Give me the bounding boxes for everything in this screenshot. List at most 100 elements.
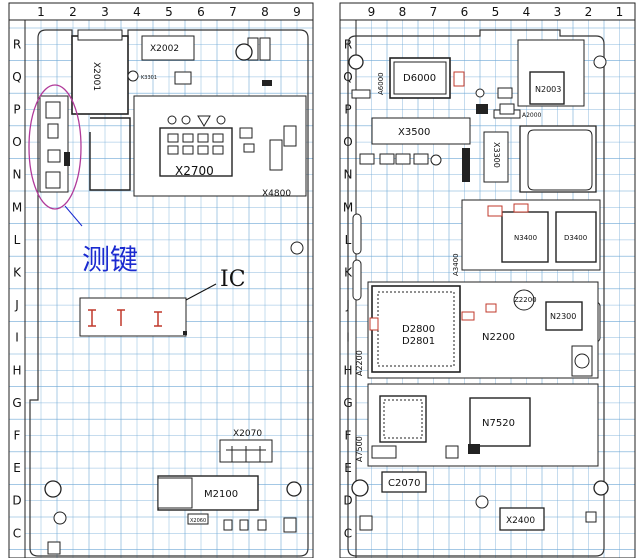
small-part-r3 xyxy=(476,104,488,114)
x2700-pin xyxy=(212,133,224,143)
n7520-chip xyxy=(469,397,531,447)
d6000-part xyxy=(389,57,451,99)
ic-test-area xyxy=(79,297,187,337)
d2800-red xyxy=(369,317,379,331)
test-key-leader xyxy=(64,205,83,227)
x2002-label: X2002 xyxy=(150,44,179,54)
right-small-2 xyxy=(585,511,597,523)
small-part-d xyxy=(223,519,233,531)
x2001-top-tab xyxy=(77,29,123,41)
left-column-label: 7 xyxy=(229,5,237,19)
x2700-hole-2 xyxy=(181,115,191,125)
n2003-chip xyxy=(529,71,565,105)
test-key-label: 测键 xyxy=(82,243,138,276)
c7500-part xyxy=(445,445,459,459)
right-standoff-br xyxy=(593,480,609,496)
x2700-label: X2700 xyxy=(175,164,214,178)
left-row-label: D xyxy=(12,494,21,508)
n2300-label: N2300 xyxy=(550,312,576,321)
right-column-label: 7 xyxy=(430,5,438,19)
l2302-coil xyxy=(574,353,590,369)
c2070-label: C2070 xyxy=(388,478,420,489)
n3400-chip xyxy=(501,211,549,263)
test-key-highlight xyxy=(28,84,82,210)
right-standoff-tl xyxy=(348,54,364,70)
x3500-via xyxy=(430,154,442,166)
left-row-label: G xyxy=(12,396,21,410)
l2302-part xyxy=(571,345,593,377)
n3400-red-2 xyxy=(513,203,529,213)
standoff-br xyxy=(286,481,302,497)
x3500-cap xyxy=(413,153,429,165)
a6000-label: A6000 xyxy=(377,72,385,95)
standoff-mid xyxy=(290,241,304,255)
right-side-pill-2 xyxy=(352,259,362,301)
right-column-label: 1 xyxy=(616,5,624,19)
x3500-cap xyxy=(379,153,395,165)
ic-leader xyxy=(185,283,217,301)
left-row-label: K xyxy=(13,266,22,280)
left-row-label: I xyxy=(15,331,19,345)
x2700-part-r xyxy=(269,139,283,171)
right-column-label: 8 xyxy=(399,5,407,19)
n7500-chip xyxy=(379,395,427,443)
right-standoff-tr xyxy=(593,55,607,69)
left-column-label: 1 xyxy=(37,5,45,19)
right-small-1 xyxy=(359,515,373,531)
right-column-label: 2 xyxy=(585,5,593,19)
small-part-g xyxy=(283,517,297,533)
left-column-label: 6 xyxy=(197,5,205,19)
left-board: X2001 X2002 K3301 X2700 X4800 xyxy=(29,29,309,557)
standoff-bl xyxy=(44,480,62,498)
left-row-label: L xyxy=(14,233,21,247)
left-row-label: H xyxy=(12,363,21,377)
k3301-pad-a xyxy=(127,70,139,82)
n2200-red-2 xyxy=(461,311,475,321)
d3400-chip xyxy=(555,211,597,263)
left-row-label: C xyxy=(13,526,21,540)
side-key-pad-3 xyxy=(47,149,61,163)
small-part-e xyxy=(239,519,249,531)
right-column-label: 6 xyxy=(461,5,469,19)
ic-label: IC xyxy=(220,267,246,292)
d6000-red-part xyxy=(453,71,465,87)
x2700-triangle xyxy=(197,115,211,127)
left-column-label: 4 xyxy=(133,5,141,19)
x2700-pin xyxy=(182,145,194,155)
x2400-via xyxy=(475,495,489,509)
a7500-label: A7500 xyxy=(355,436,364,462)
small-part-c xyxy=(262,80,272,86)
d6000-label: D6000 xyxy=(403,73,436,84)
right-column-header xyxy=(339,2,636,21)
ic-pad-1 xyxy=(88,309,96,327)
right-board: D6000 A6000 N2003 A2000 X3500 X3300 N340… xyxy=(347,29,609,557)
n7520-side xyxy=(468,444,480,454)
x2060-part xyxy=(187,513,209,525)
x3300-side-chip xyxy=(462,148,470,182)
left-row-label: F xyxy=(14,429,21,443)
right-side-pill-1 xyxy=(352,213,362,255)
x3300-shield-inner xyxy=(527,129,593,191)
ic-pad-2 xyxy=(117,309,125,326)
side-key-pad-2 xyxy=(47,123,59,139)
left-row-label: E xyxy=(13,461,21,475)
small-part-f xyxy=(257,519,267,531)
right-column-label: 3 xyxy=(554,5,562,19)
right-column-label: 5 xyxy=(492,5,500,19)
x2700-pin xyxy=(167,133,179,143)
n2200-red-1 xyxy=(485,303,497,313)
n3400-label: N3400 xyxy=(514,234,537,242)
a3400-label: A3400 xyxy=(452,253,460,276)
left-row-label: P xyxy=(13,103,20,117)
left-column-label: 5 xyxy=(165,5,173,19)
c7501-part xyxy=(371,445,397,459)
right-column-label: 9 xyxy=(368,5,376,19)
x2700-cap-1 xyxy=(239,127,253,139)
x2002-part xyxy=(141,35,195,61)
left-column-label: 8 xyxy=(261,5,269,19)
left-row-label: N xyxy=(13,168,22,182)
x3500-cap xyxy=(359,153,375,165)
x2002-pad xyxy=(174,71,192,85)
